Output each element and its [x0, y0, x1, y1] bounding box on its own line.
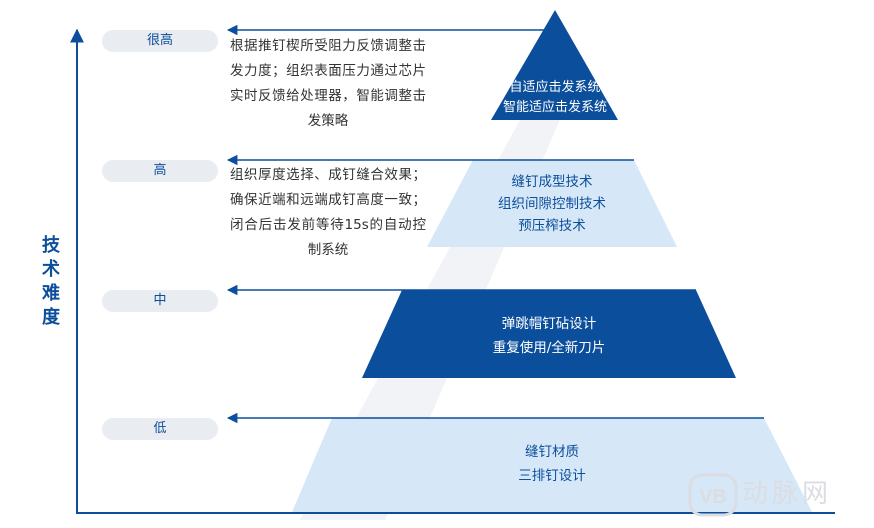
tier-label-very-high: 自适应击发系统 智能适应击发系统 [485, 78, 625, 118]
tier-line: 三排钉设计 [518, 468, 586, 484]
tier-line: 缝钉成型技术 [511, 174, 593, 190]
description-high: 组织厚度选择、成钉缝合效果；确保近端和远端成钉高度一致；闭合后击发前等待15s的… [230, 167, 426, 258]
tier-line: 预压榨技术 [518, 218, 586, 234]
tier-line: 智能适应击发系统 [502, 100, 607, 115]
level-pill-medium: 中 [102, 290, 218, 312]
tier-shape-very-high [491, 10, 618, 120]
level-pill-very-high: 很高 [102, 30, 218, 52]
tier-label-high: 缝钉成型技术 组织间隙控制技术 预压榨技术 [452, 171, 652, 237]
tier-shape-low [292, 418, 812, 512]
svg-text:VB: VB [699, 486, 727, 508]
tier-line: 重复使用/全新刀片 [492, 340, 606, 356]
level-pill-high: 高 [102, 160, 218, 182]
watermark-text: 动脉网 [742, 479, 833, 509]
tier-line: 自适应击发系统 [509, 80, 601, 95]
tier-shape-high [427, 160, 677, 247]
tier-shape-medium [362, 290, 736, 378]
description-very-high: 根据推钉楔所受阻力反馈调整击发力度；组织表面压力通过芯片实时反馈给处理器，智能调… [230, 38, 426, 129]
watermark-logo-icon: VB [688, 473, 738, 517]
level-pill-low: 低 [102, 418, 218, 440]
tier-label-low: 缝钉材质 三排钉设计 [452, 440, 652, 488]
tier-line: 组织间隙控制技术 [498, 196, 606, 212]
tier-label-medium: 弹跳帽钉砧设计 重复使用/全新刀片 [449, 312, 649, 360]
tier-line: 缝钉材质 [525, 444, 579, 460]
y-axis-label: 技术难度 [42, 235, 60, 328]
tier-line: 弹跳帽钉砧设计 [501, 316, 597, 332]
